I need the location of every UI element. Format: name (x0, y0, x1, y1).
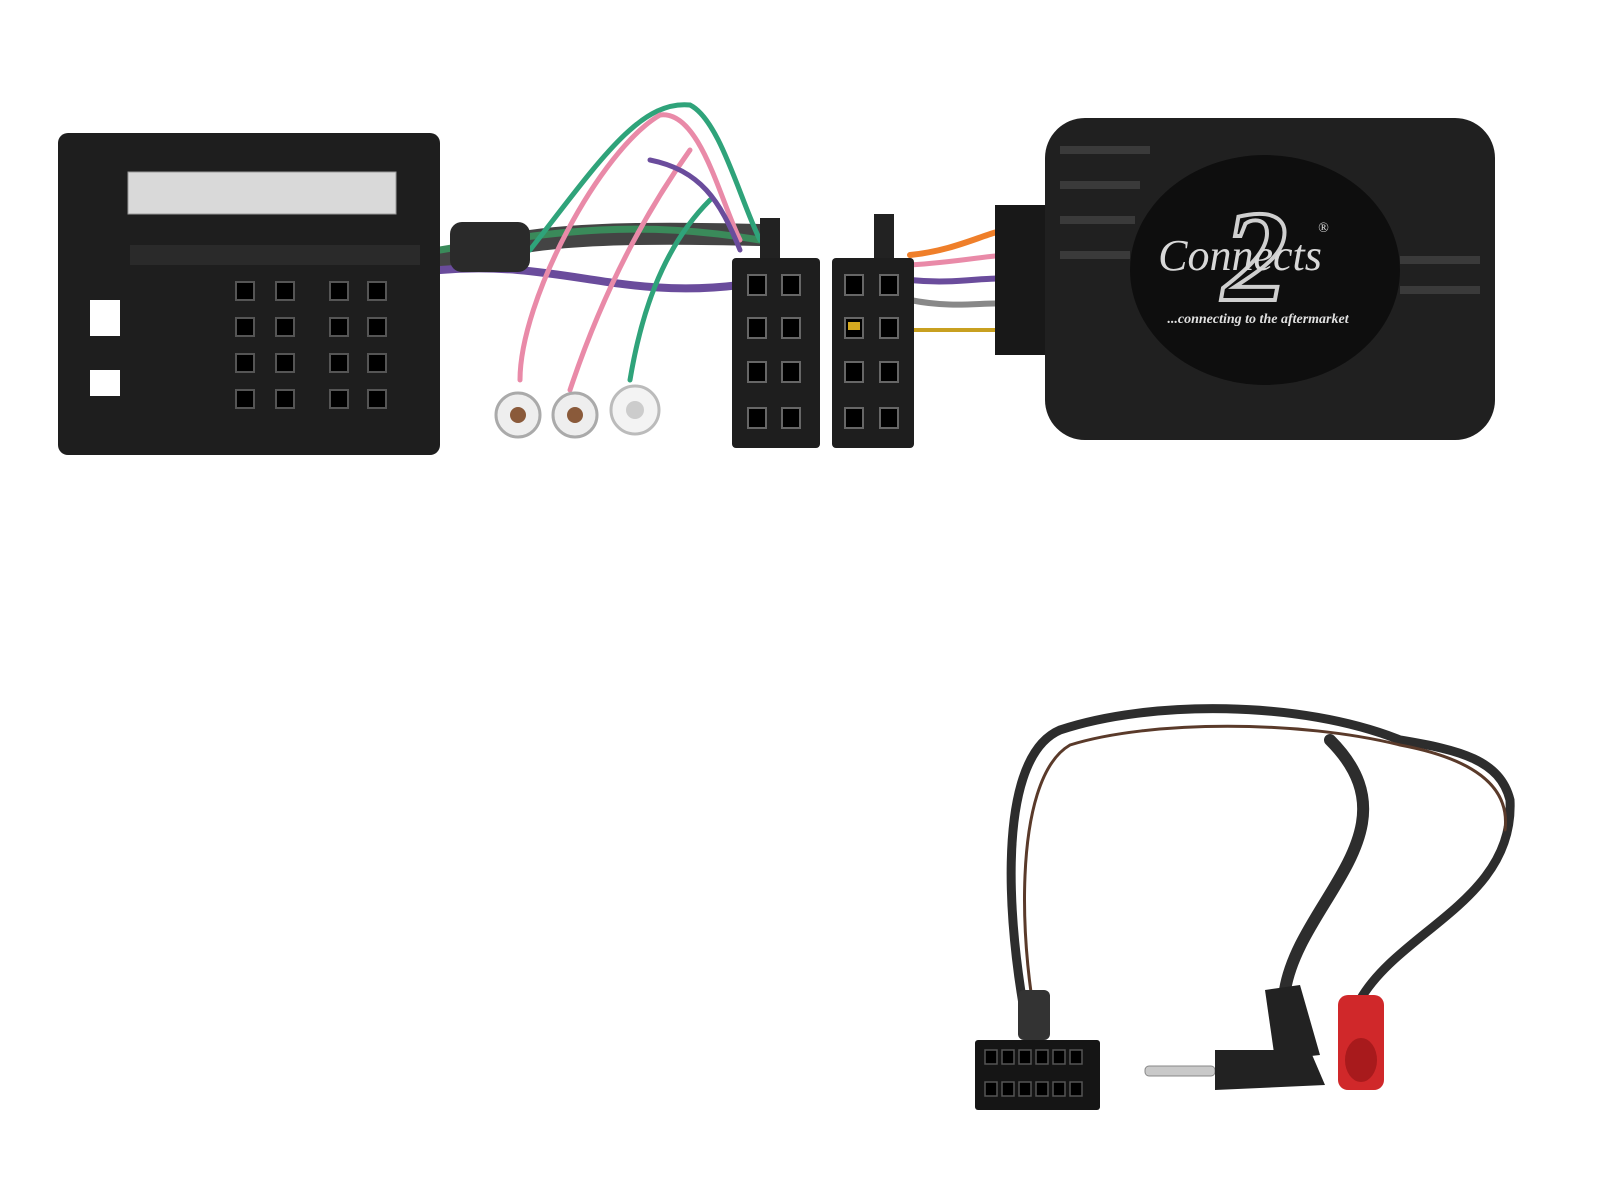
logo-tagline: ...connecting to the aftermarket (1167, 312, 1349, 327)
iso-connectors (732, 214, 914, 448)
quadlock-connector (58, 133, 440, 455)
steering-control-lead (1006, 704, 1515, 1045)
antenna-connectors (494, 384, 661, 439)
registered-mark: ® (1318, 221, 1329, 236)
svg-text:2: 2 (1221, 185, 1288, 329)
red-connector (1338, 995, 1384, 1090)
svg-text:Connects: Connects (1158, 231, 1322, 280)
jack-plug-3-5mm (1144, 985, 1325, 1090)
interface-module: 2 Connects ® ...connecting to the afterm… (995, 118, 1495, 440)
heat-shrink-sleeve (450, 222, 530, 272)
twelve-pin-connector (975, 1040, 1100, 1110)
sleeve (1018, 990, 1050, 1040)
connects2-logo: 2 Connects ® (1158, 183, 1329, 331)
